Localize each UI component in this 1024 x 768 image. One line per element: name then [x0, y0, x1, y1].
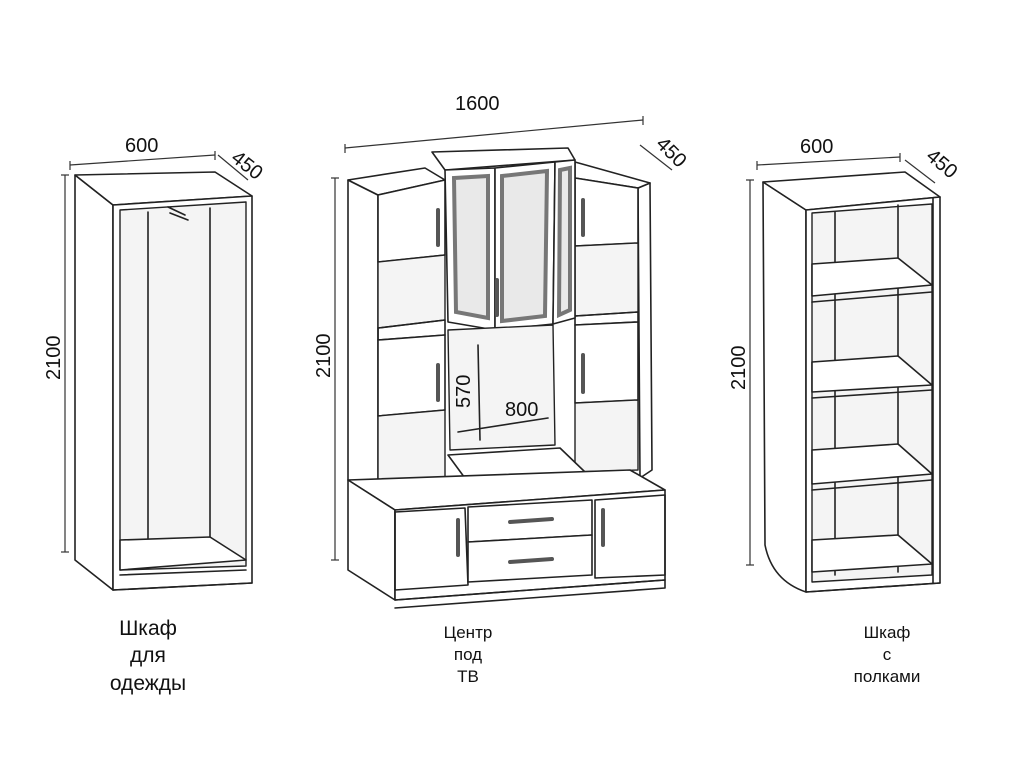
wardrobe-width-label: 600	[125, 135, 158, 157]
wardrobe-height-label: 2100	[43, 336, 65, 381]
wardrobe-caption-line: для	[130, 644, 166, 668]
wardrobe-drawing	[74, 171, 253, 591]
tv-center-dimension-lines	[331, 116, 673, 561]
wardrobe-depth-label: 450	[227, 147, 267, 185]
shelf-cabinet-height-label: 2100	[728, 346, 750, 391]
tv-center-drawing	[347, 147, 666, 609]
shelf-cabinet-dimension-lines	[746, 153, 936, 566]
tv-center-height-label: 2100	[313, 334, 335, 379]
shelf-cabinet-width-label: 600	[800, 136, 833, 158]
shelf-cabinet-caption: Шкаф с полками	[832, 622, 942, 688]
tv-center-caption-line: под	[453, 645, 483, 665]
shelf-cabinet-caption-line: полками	[853, 667, 921, 687]
shelf-cabinet-caption-line: с	[882, 645, 892, 665]
tv-center-caption-line: ТВ	[457, 667, 479, 687]
shelf-cabinet-drawing	[762, 171, 941, 593]
wardrobe-caption-line: Шкаф	[119, 617, 177, 640]
wardrobe-dimension-lines	[61, 151, 249, 553]
wardrobe-caption: Шкаф для одежды	[88, 615, 208, 697]
tv-center-width-label: 1600	[455, 93, 500, 115]
tv-center-caption: Центр под ТВ	[418, 622, 518, 688]
shelf-cabinet-caption-line: Шкаф	[863, 623, 911, 642]
tv-niche-width-label: 800	[505, 399, 538, 421]
wardrobe-caption-line: одежды	[109, 671, 187, 695]
tv-niche-height-label: 570	[453, 375, 475, 408]
tv-center-depth-label: 450	[651, 133, 690, 172]
tv-center-caption-line: Центр	[443, 623, 493, 642]
